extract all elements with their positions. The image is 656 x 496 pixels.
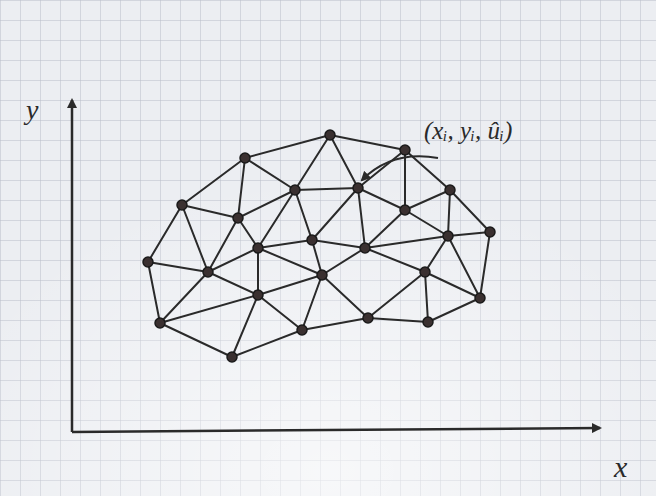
mesh-edge: [295, 135, 330, 190]
mesh-edge: [160, 295, 258, 323]
mesh-node: [485, 227, 495, 237]
mesh-edge: [182, 205, 208, 272]
mesh-edge: [358, 188, 405, 210]
mesh-edge: [404, 150, 406, 210]
mesh-node: [443, 231, 453, 241]
mesh-node: [227, 352, 237, 362]
mesh-edge: [428, 298, 480, 322]
mesh-node: [400, 205, 410, 215]
mesh-edge: [245, 158, 295, 190]
mesh-edge: [257, 248, 259, 295]
mesh-edge: [358, 150, 405, 188]
mesh-edge: [148, 262, 160, 323]
mesh-edge: [330, 135, 358, 188]
mesh-edge: [425, 236, 448, 272]
mesh-node: [253, 243, 263, 253]
mesh-edge: [295, 188, 358, 190]
mesh-edge: [358, 188, 365, 248]
mesh-edge: [425, 272, 428, 322]
mesh-edge: [302, 318, 368, 330]
mesh-node: [155, 318, 165, 328]
mesh-edge: [448, 190, 450, 236]
axis-label: y: [26, 96, 38, 124]
mesh-node: [317, 270, 327, 280]
mesh-edge: [238, 158, 245, 218]
mesh-nodes: [143, 130, 495, 362]
node-coordinates: (xᵢ, yᵢ, ûᵢ): [424, 118, 512, 143]
mesh-edge: [365, 236, 448, 248]
mesh-edge: [258, 295, 302, 330]
mesh-node: [297, 325, 307, 335]
mesh-edge: [232, 295, 258, 357]
mesh-node: [325, 130, 335, 140]
axis-label: x: [614, 452, 627, 482]
mesh-edge: [365, 248, 425, 272]
mesh-node: [400, 145, 410, 155]
mesh-node: [445, 185, 455, 195]
mesh-edge: [330, 135, 405, 150]
mesh-edge: [322, 248, 365, 275]
mesh-edge: [450, 190, 490, 232]
mesh-node: [290, 185, 300, 195]
mesh-edge: [312, 240, 365, 248]
mesh-node: [353, 183, 363, 193]
mesh-node: [307, 235, 317, 245]
mesh-edge: [258, 248, 322, 275]
mesh-node: [233, 213, 243, 223]
y-axis: [71, 100, 74, 432]
mesh-edge: [148, 205, 182, 262]
mesh-edge: [405, 190, 450, 210]
mesh-node: [253, 290, 263, 300]
mesh-node: [363, 313, 373, 323]
mesh-edge: [208, 272, 258, 295]
mesh-node: [360, 243, 370, 253]
mesh-edge: [448, 236, 480, 298]
mesh-edge: [425, 272, 480, 298]
mesh-node: [423, 317, 433, 327]
mesh-edge: [182, 158, 245, 205]
mesh-edge: [448, 232, 490, 236]
mesh-edge: [208, 248, 258, 272]
x-axis: [72, 428, 600, 432]
mesh-node: [143, 257, 153, 267]
mesh-edge: [312, 188, 358, 240]
mesh-node: [240, 153, 250, 163]
mesh-edge: [160, 323, 232, 357]
mesh-node: [420, 267, 430, 277]
mesh-edge: [258, 240, 312, 248]
mesh-edge: [405, 150, 450, 190]
mesh-edge: [295, 190, 312, 240]
mesh-edge: [148, 262, 208, 272]
mesh-edge: [368, 318, 428, 322]
mesh-edge: [405, 210, 448, 236]
mesh-node: [203, 267, 213, 277]
mesh-edge: [258, 190, 295, 248]
mesh-edge: [302, 275, 322, 330]
mesh-edge: [258, 275, 322, 295]
mesh-edge: [322, 275, 368, 318]
mesh-edge: [480, 232, 490, 298]
mesh-node: [177, 200, 187, 210]
triangle-mesh: [148, 135, 490, 357]
mesh-node: [475, 293, 485, 303]
mesh-edge: [182, 205, 238, 218]
mesh-edge: [368, 272, 425, 318]
